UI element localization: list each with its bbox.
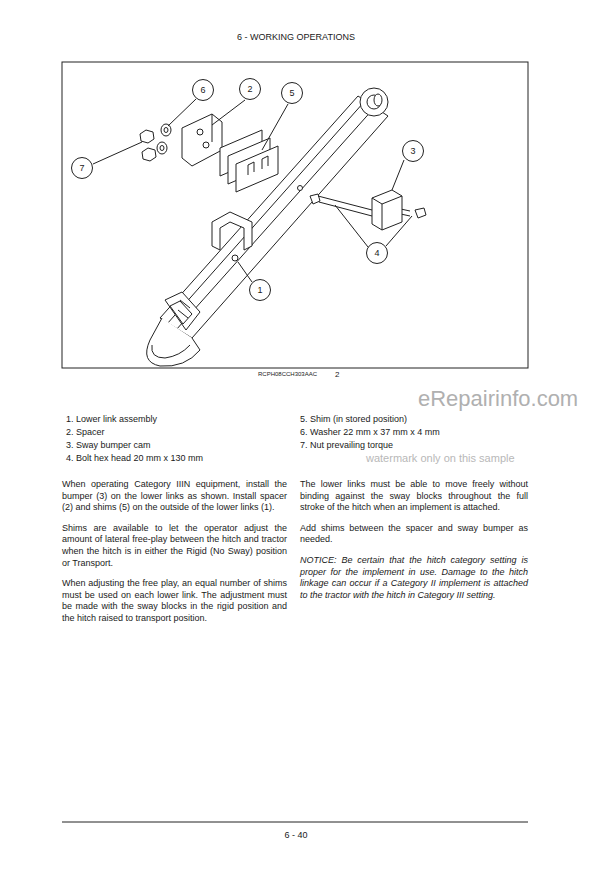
shims [220,130,278,192]
sway-bumper-cam [372,190,402,230]
parts-list-item: 5. Shim (in stored position) [300,414,500,426]
parts-list-item: 3. Sway bumper cam [66,440,291,452]
parts-list-item: 4. Bolt hex head 20 mm x 130 mm [66,453,291,465]
page-label: eRepairinfo.com [418,386,590,412]
bracket [212,212,252,250]
page-label: 6 - 40 [0,830,592,842]
body-paragraph: When adjusting the free play, an equal n… [62,578,287,624]
callout-circle: 5 [281,82,303,104]
callout-number: 7 [79,163,84,173]
callout-circle: 6 [192,79,214,101]
callout-circle: 7 [71,157,93,179]
callout-circle: 3 [402,140,424,162]
page-label: 2 [335,369,355,381]
parts-list-item: 6. Washer 22 mm x 37 mm x 4 mm [300,427,500,439]
parts-list-item: 1. Lower link assembly [66,414,291,426]
footer-rule [62,822,528,823]
figure-frame [62,62,528,368]
callout-number: 4 [374,248,379,258]
page-header: 6 - WORKING OPERATIONS [0,32,592,44]
nut-washer [140,124,171,161]
callout-number: 6 [200,85,205,95]
callout-circle: 4 [366,242,388,264]
body-paragraph: Add shims between the spacer and sway bu… [300,523,528,546]
body-paragraph: The lower links must be able to move fre… [300,479,528,514]
callout-number: 2 [247,84,252,94]
callout-circle: 2 [239,78,261,100]
body-paragraph: When operating Category IIIN equipment, … [62,479,287,514]
parts-list-item: 7. Nut prevailing torque [300,440,500,452]
callout-circle: 1 [249,279,271,301]
callout-number: 1 [257,285,262,295]
parts-list-item: 2. Spacer [66,427,291,439]
body-paragraph: Shims are available to let the operator … [62,523,287,569]
bolts [310,194,426,218]
leader-lines [93,99,412,282]
callout-number: 5 [289,88,294,98]
page-label: watermark only on this sample [366,452,588,465]
body-paragraph: NOTICE: Be certain that the hitch catego… [300,555,528,601]
page-label: RCPH08CCH303AAC [258,370,368,378]
callout-number: 3 [410,146,415,156]
lower-link [147,88,388,366]
